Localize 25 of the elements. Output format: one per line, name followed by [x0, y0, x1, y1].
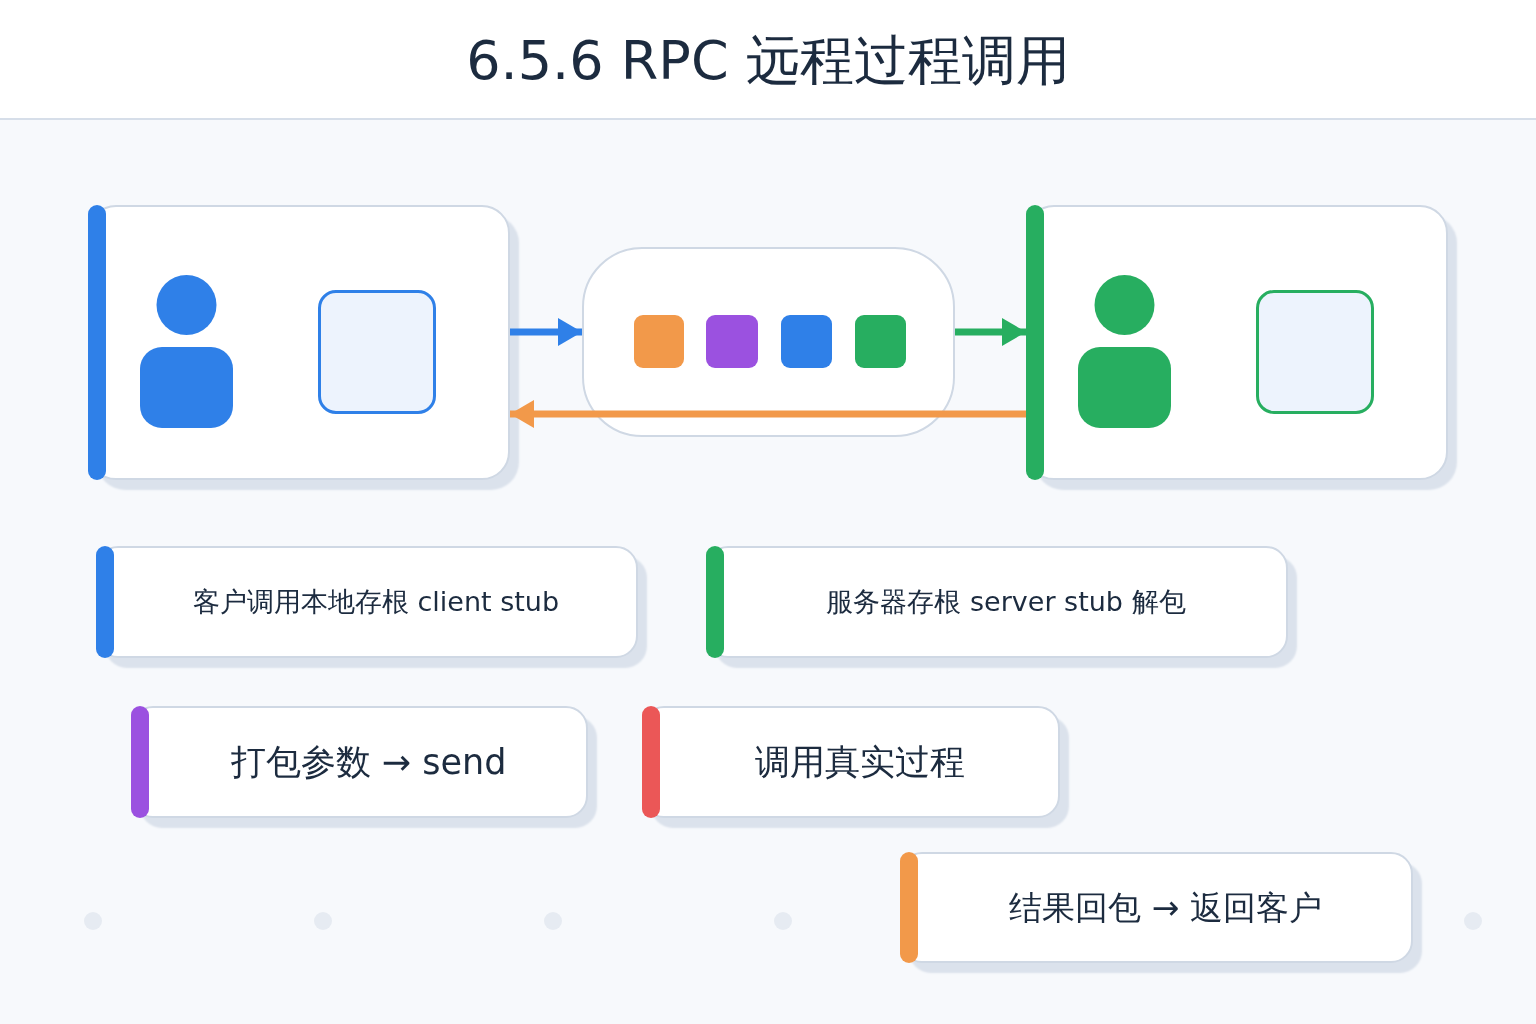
step-card	[900, 852, 1413, 963]
step-label: 调用真实过程	[755, 741, 965, 783]
packet-icon	[706, 315, 758, 368]
person-icon	[140, 275, 233, 428]
step-label: 打包参数 → send	[230, 741, 507, 783]
step-card	[706, 546, 1288, 658]
client-panel	[88, 205, 510, 480]
arrow	[510, 400, 1026, 428]
arrow	[510, 318, 582, 346]
step-label: 服务器存根 server stub 解包	[826, 585, 1186, 619]
step-label: 客户调用本地存根 client stub	[192, 585, 560, 619]
packet-icon	[855, 315, 906, 368]
arrow	[955, 318, 1026, 346]
packet-icon	[781, 315, 832, 368]
step-label: 结果回包 → 返回客户	[1009, 887, 1322, 928]
channel-panel	[582, 247, 955, 437]
step-card	[642, 706, 1060, 818]
square-icon	[1256, 290, 1374, 414]
step-card	[96, 546, 638, 658]
title: 6.5.6 RPC 远程过程调用	[466, 29, 1070, 93]
server-panel	[1026, 205, 1448, 480]
packet-icon	[634, 315, 684, 368]
step-card	[131, 706, 588, 818]
square-icon	[318, 290, 436, 414]
person-icon	[1078, 275, 1171, 428]
